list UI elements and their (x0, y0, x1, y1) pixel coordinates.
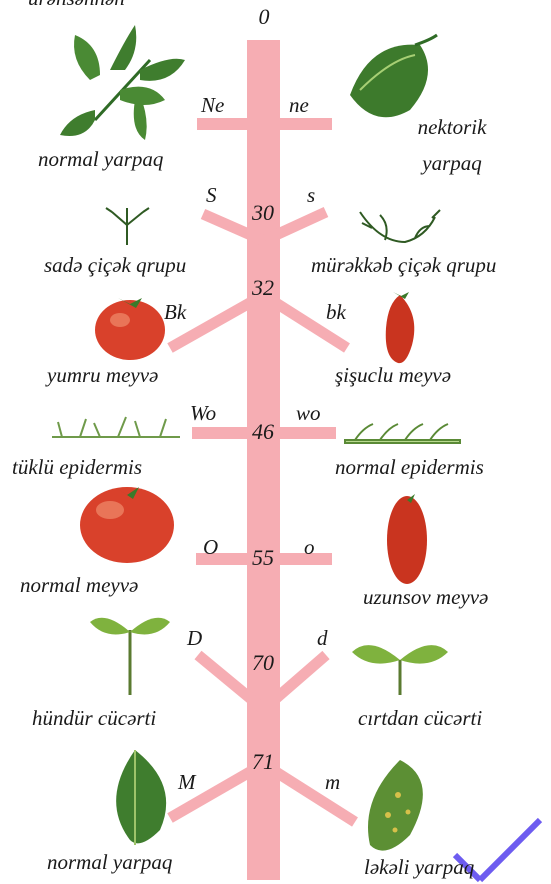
trait-tall-seedling: hündür cücərti (32, 706, 156, 731)
gene-s-recessive: s (307, 183, 315, 208)
normal-epidermis-illustration (345, 424, 460, 443)
tall-seedling-illustration (90, 618, 170, 695)
trait-normal-leaf-top: normal yarpaq (38, 147, 163, 172)
position-32: 32 (252, 275, 274, 301)
origin-position: 0 (259, 4, 270, 30)
normal-leaf-illustration (116, 750, 166, 845)
gene-ne-recessive: ne (289, 93, 309, 118)
gene-m-dominant: M (178, 770, 196, 795)
locus-wo-right-arm (278, 427, 336, 439)
gene-ne-dominant: Ne (201, 93, 224, 118)
trait-pointed-fruit: şişuclu meyvə (335, 363, 451, 388)
trait-dwarf-seedling: cırtdan cücərti (358, 706, 482, 731)
complex-inflorescence-illustration (360, 210, 440, 242)
position-30: 30 (252, 200, 274, 226)
spotted-leaf-illustration (368, 760, 423, 851)
elongated-fruit-illustration (387, 494, 427, 584)
round-tomato-illustration (95, 298, 165, 360)
gene-m-recessive: m (325, 770, 340, 795)
trait-nectary-leaf-line1: nektorik (418, 115, 487, 140)
trait-hairy-epidermis: tüklü epidermis (12, 455, 142, 480)
trait-normal-fruit: normal meyvə (20, 573, 138, 598)
gene-wo-dominant: Wo (190, 401, 216, 426)
position-70: 70 (252, 650, 274, 676)
gene-o-recessive: o (304, 535, 315, 560)
locus-wo-left-arm (192, 427, 249, 439)
trait-simple-inflorescence: sadə çiçək qrupu (44, 253, 186, 278)
position-55: 55 (252, 545, 274, 571)
gene-d-recessive: d (317, 626, 328, 651)
nectary-leaf-illustration (350, 35, 437, 117)
normal-fruit-illustration (80, 487, 174, 563)
gene-bk-dominant: Bk (164, 300, 186, 325)
locus-ne-right-arm (278, 118, 332, 130)
position-71: 71 (252, 749, 274, 775)
trait-normal-leaf-bottom: normal yarpaq (47, 850, 172, 875)
locus-ne-left-arm (197, 118, 249, 130)
gene-bk-recessive: bk (326, 300, 346, 325)
dwarf-seedling-illustration (352, 645, 448, 695)
trait-normal-epidermis: normal epidermis (335, 455, 484, 480)
header-fragment: ürənsənnən (28, 0, 125, 11)
trait-complex-inflorescence: mürəkkəb çiçək qrupu (311, 253, 496, 278)
trait-elongated-fruit: uzunsov meyvə (363, 585, 488, 610)
gene-d-dominant: D (187, 626, 202, 651)
pointed-tomato-illustration (386, 292, 415, 363)
compound-leaf-illustration (60, 25, 185, 140)
trait-nectary-leaf-line2: yarpaq (422, 151, 482, 176)
position-46: 46 (252, 419, 274, 445)
trait-spotted-leaf: ləkəli yarpaq (364, 855, 474, 880)
simple-inflorescence-illustration (106, 208, 149, 245)
gene-s-dominant: S (206, 183, 217, 208)
hairy-epidermis-illustration (52, 417, 180, 437)
trait-round-fruit: yumru meyvə (47, 363, 158, 388)
gene-wo-recessive: wo (296, 401, 321, 426)
gene-o-dominant: O (203, 535, 218, 560)
